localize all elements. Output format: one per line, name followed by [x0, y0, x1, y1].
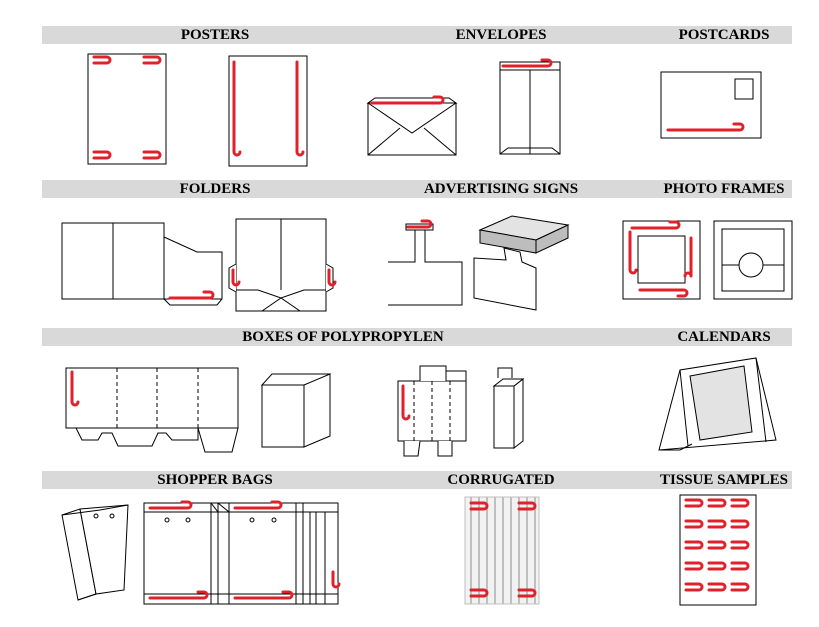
header-band-row-4 [42, 471, 792, 489]
folder-pocket [228, 218, 337, 312]
box-dieline-large [65, 367, 239, 453]
folder-open [61, 222, 223, 306]
label-shopper-bags: SHOPPER BAGS [157, 472, 273, 488]
label-posters: POSTERS [180, 27, 250, 43]
label-envelopes: ENVELOPES [455, 27, 547, 43]
label-tissue-samples: TISSUE SAMPLES [660, 472, 788, 488]
box-assembled-large [260, 373, 332, 448]
header-band-row-1 [42, 26, 792, 44]
corrugated-sheet [464, 496, 540, 605]
box-assembled-small [492, 367, 525, 450]
shopper-bag [61, 504, 129, 601]
label-calendars: CALENDARS [677, 329, 771, 345]
label-postcards: POSTCARDS [678, 27, 770, 43]
desk-calendar [658, 357, 777, 451]
poster-corner-tapes [87, 53, 167, 165]
photo-frame-taped [622, 220, 701, 300]
envelope-horizontal [366, 95, 458, 156]
label-advertising-signs: ADVERTISING SIGNS [423, 181, 579, 197]
sign-box [473, 215, 570, 311]
box-dieline-small [397, 365, 467, 457]
photo-frame-round [713, 220, 793, 300]
envelope-vertical [499, 58, 561, 155]
poster-vertical-tapes [228, 55, 308, 167]
tissue-sample-sheet [679, 494, 757, 606]
shopper-bag-dieline [143, 500, 341, 605]
sign-hanger [388, 219, 463, 306]
header-band-row-2 [42, 180, 792, 198]
label-corrugated: CORRUGATED [447, 472, 555, 488]
header-band-row-3 [42, 328, 792, 346]
label-folders: FOLDERS [179, 181, 251, 197]
label-photo-frames: PHOTO FRAMES [663, 181, 785, 197]
label-boxes: BOXES OF POLYPROPYLEN [242, 329, 444, 345]
postcard [660, 71, 762, 139]
